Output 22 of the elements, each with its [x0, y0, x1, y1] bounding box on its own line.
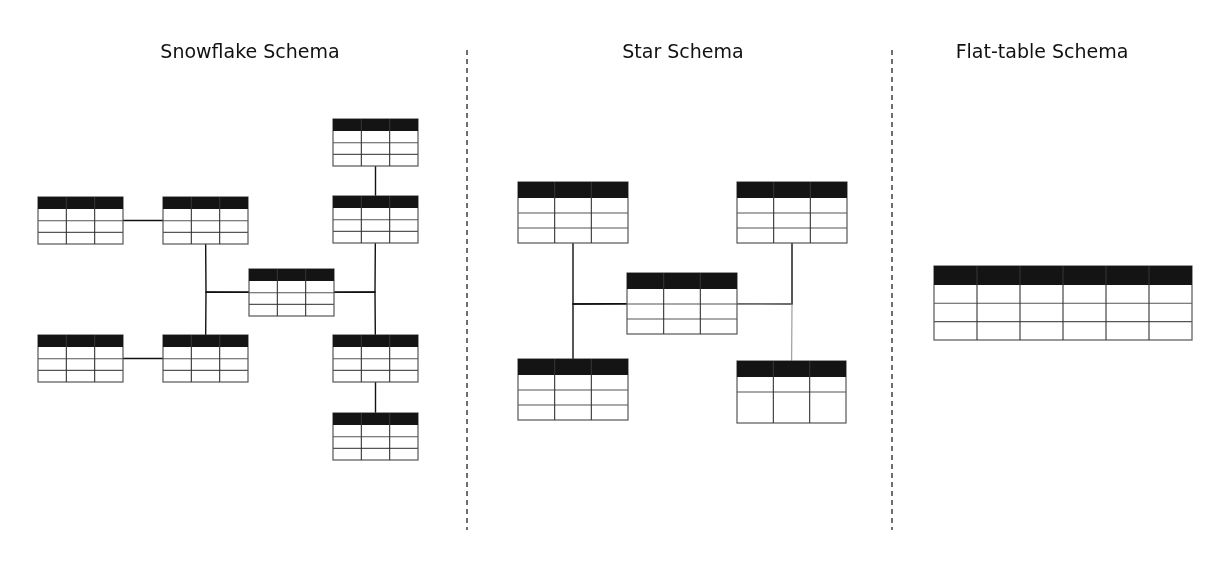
table-grid-drawing [737, 182, 847, 243]
table-grid-drawing [333, 413, 418, 460]
table-grid-drawing [518, 182, 628, 243]
table-grid-drawing [163, 197, 248, 244]
connector-line [374, 165, 377, 197]
table-grid-drawing [163, 335, 248, 382]
table-grid-drawing [627, 273, 737, 334]
section-heading: Snowflake Schema [160, 40, 340, 62]
table-grid-drawing [333, 335, 418, 382]
table-grid-drawing [737, 361, 846, 423]
connector-line [374, 381, 377, 414]
table-grid-drawing [38, 335, 123, 382]
table-grid-drawing [518, 359, 628, 420]
connector-line [205, 291, 250, 336]
connector-line [572, 303, 628, 360]
table-grid-drawing [38, 197, 123, 244]
table-grid-drawing [249, 269, 334, 316]
section-heading: Flat-table Schema [955, 40, 1129, 62]
table-grid-drawing [333, 196, 418, 243]
table-grid-drawing [333, 119, 418, 166]
section-heading: Star Schema [622, 40, 744, 62]
table-grid-drawing [934, 266, 1192, 340]
